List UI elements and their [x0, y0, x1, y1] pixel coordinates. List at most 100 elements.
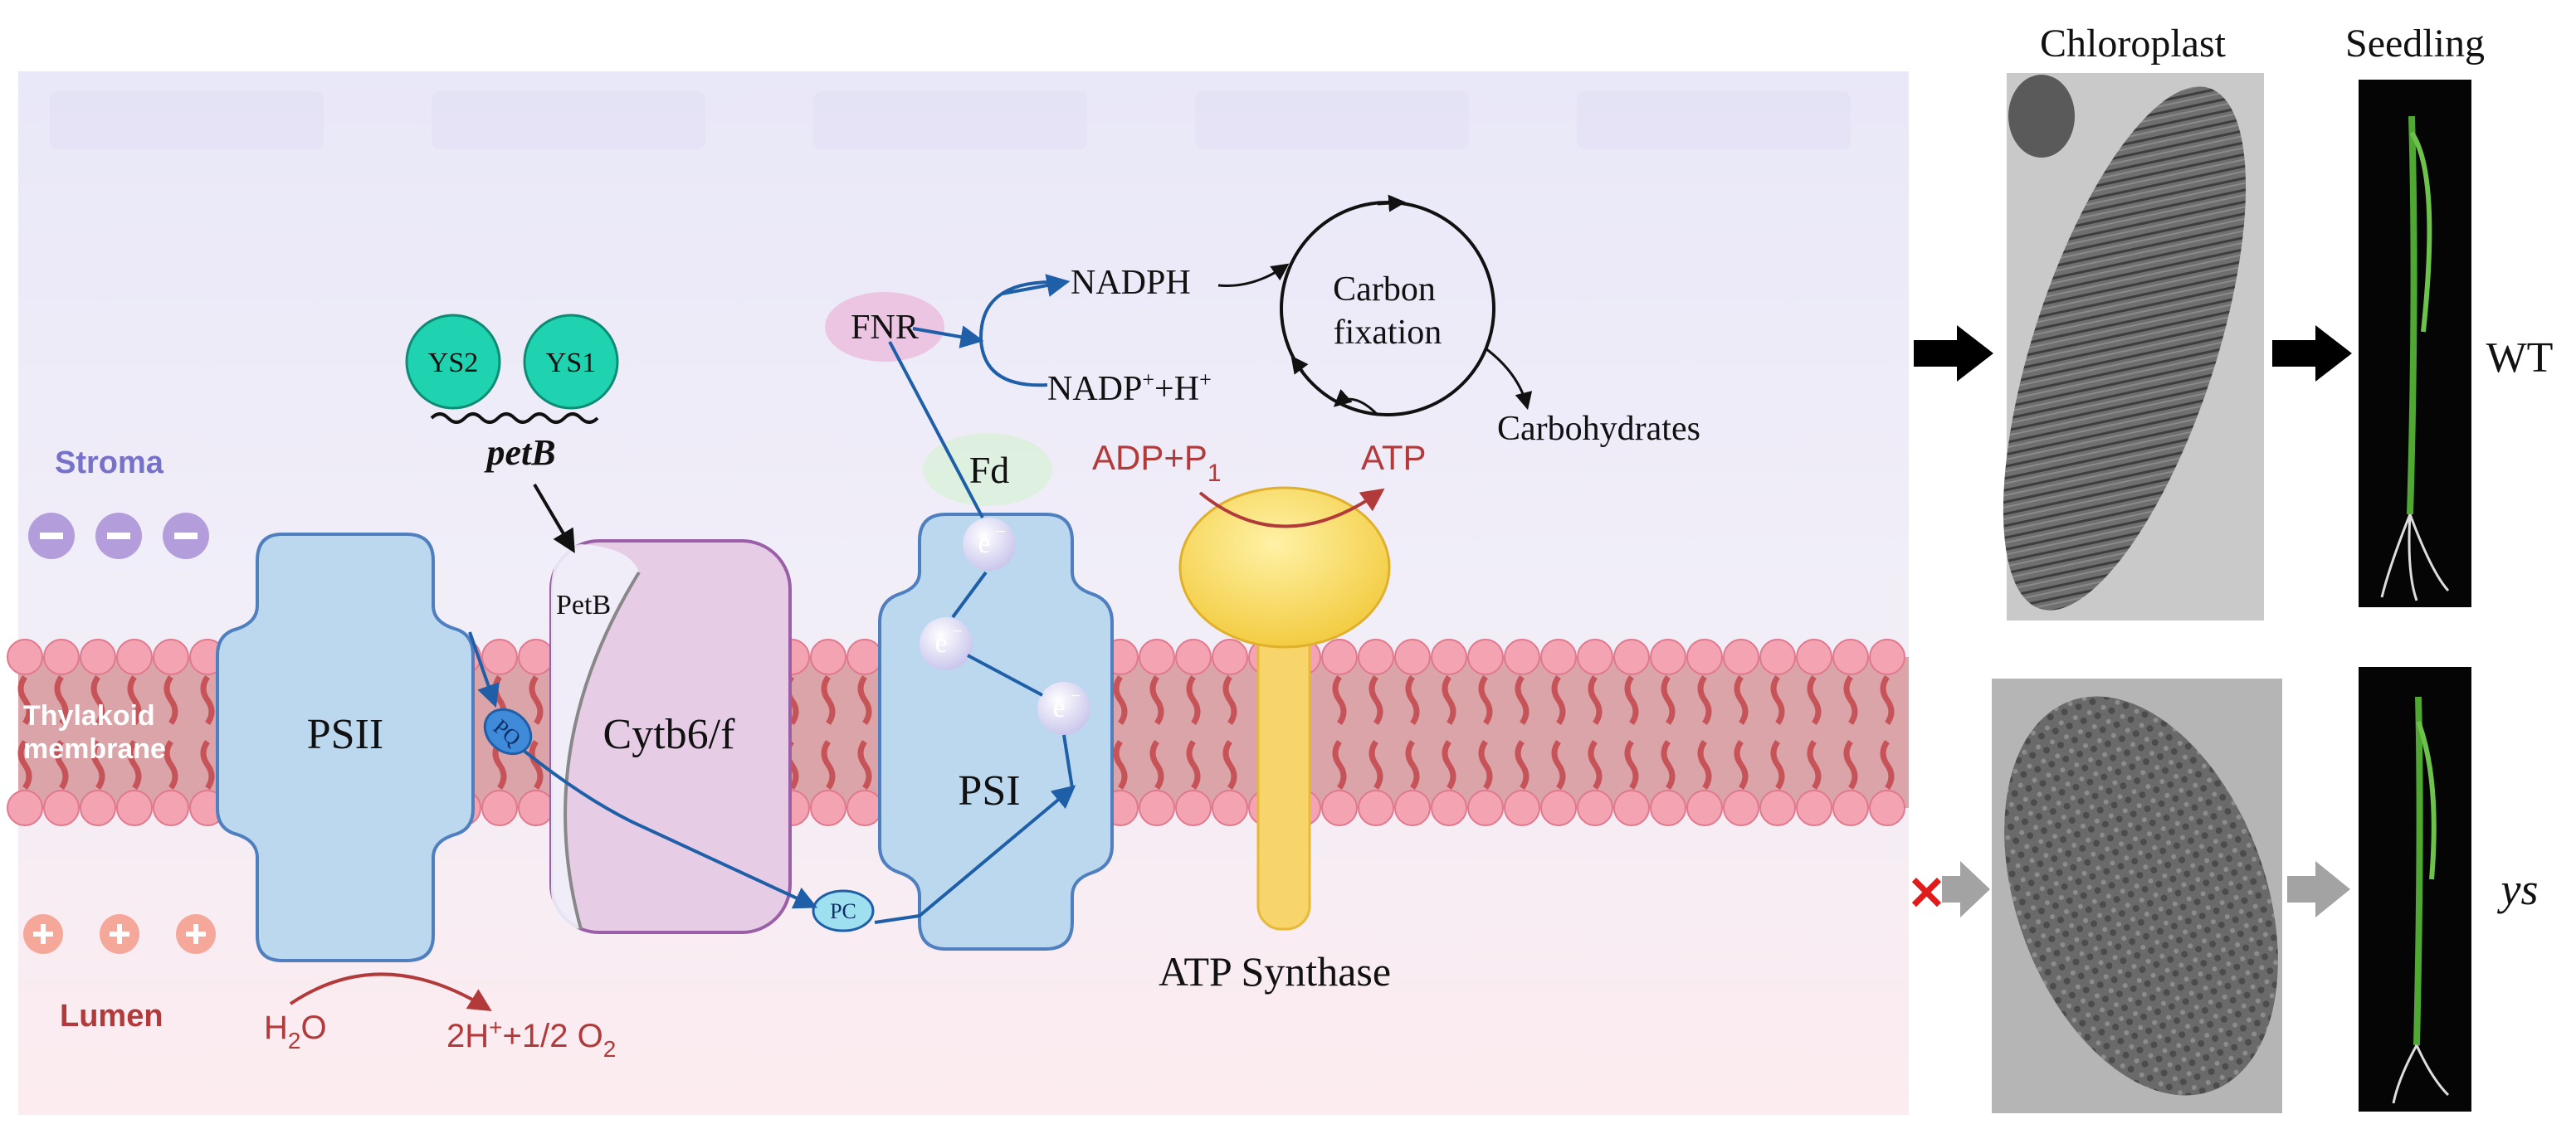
lipid-tail — [127, 674, 142, 726]
lipid-head — [1431, 639, 1467, 675]
lipid-tail — [1515, 739, 1530, 791]
fnr-protein: FNR — [825, 292, 944, 362]
lipid-head — [116, 639, 153, 675]
atp-label: ATP — [1361, 438, 1427, 477]
row-label-ys: ys — [2497, 864, 2539, 914]
electron-carriers: e − e − e − — [920, 518, 1090, 735]
lipid-head — [1394, 639, 1431, 675]
lipid-tail — [1770, 674, 1785, 726]
lipid-tail — [1588, 739, 1603, 791]
svg-text:−: − — [996, 521, 1006, 542]
lipid-tail — [1697, 674, 1712, 726]
lipid-tail — [1770, 739, 1785, 791]
lipid-tail — [1186, 674, 1201, 726]
lipid-head — [1540, 639, 1577, 675]
wt-arrow-2 — [2272, 325, 2352, 382]
lipid-tail — [1405, 739, 1420, 791]
blocked-mark: ✕ — [1907, 867, 1946, 919]
lipid-tail — [1368, 674, 1383, 726]
lipid-tail — [1222, 674, 1237, 726]
lipid-tail — [857, 739, 872, 791]
lipid-head — [1796, 639, 1832, 675]
lipid-tail — [1551, 739, 1566, 791]
nadph-label: NADPH — [1071, 264, 1191, 302]
svg-text:e: e — [934, 628, 947, 659]
lipid-head — [518, 639, 554, 675]
psii-label: PSII — [307, 711, 383, 758]
lipid-head — [481, 790, 518, 826]
lipid-head — [1832, 639, 1869, 675]
lipid-tail — [1113, 674, 1128, 726]
lipid-head — [1431, 790, 1467, 826]
lipid-head — [1504, 639, 1540, 675]
lipid-head — [1212, 790, 1248, 826]
fnr-label: FNR — [851, 309, 919, 347]
lipid-tail — [1843, 674, 1858, 726]
phenotype-panel: Chloroplast Seedling WT ✕ — [1907, 22, 2554, 1113]
lipid-head — [1577, 790, 1613, 826]
lipid-head — [1796, 790, 1832, 826]
lipid-head — [1723, 790, 1759, 826]
petb-protein-label: PetB — [556, 590, 611, 620]
lipid-tail — [200, 739, 215, 791]
lipid-head — [1212, 639, 1248, 675]
ys2-circle — [405, 314, 501, 410]
cytb6f-label: Cytb6/f — [603, 711, 736, 758]
lipid-tail — [17, 674, 32, 726]
carbohydrates-label: Carbohydrates — [1497, 410, 1700, 448]
petb-gene-label: petB — [483, 432, 555, 473]
petb-gene-group: YS2 YS1 petB — [405, 314, 619, 553]
lipid-tail — [163, 739, 178, 791]
lipid-heads-bottom — [7, 790, 1905, 826]
lipid-tail — [1405, 674, 1420, 726]
ys-seedling-image — [2359, 667, 2471, 1112]
lipid-tail — [1442, 674, 1456, 726]
lipid-tail — [1624, 674, 1639, 726]
lipid-head — [846, 790, 883, 826]
psii-complex: PSII — [216, 533, 475, 962]
lipid-head — [1759, 790, 1796, 826]
lipid-tail — [1661, 674, 1676, 726]
svg-text:−: − — [1071, 685, 1081, 706]
stroma-charges — [28, 513, 209, 559]
lipid-head — [481, 639, 518, 675]
lipid-tail — [1843, 739, 1858, 791]
lipid-head — [1467, 639, 1504, 675]
lipid-head — [7, 790, 43, 826]
electron-2: e − — [920, 617, 973, 670]
background-watermark — [50, 91, 1851, 149]
adp-label: ADP+P1 — [1092, 438, 1222, 487]
pc-label: PC — [830, 899, 856, 923]
lipid-tail — [1551, 674, 1566, 726]
lipid-head — [1869, 790, 1905, 826]
petb-arrow — [533, 483, 575, 553]
ys1-circle — [523, 314, 619, 410]
lipid-tail — [529, 739, 544, 791]
fd-label: Fd — [969, 449, 1010, 491]
lipid-tail — [1807, 674, 1822, 726]
lipid-tail — [1734, 739, 1749, 791]
row-label-wt: WT — [2486, 334, 2554, 382]
column-header-seedling: Seedling — [2345, 22, 2485, 66]
lipid-tail — [1442, 739, 1456, 791]
lumen-label: Lumen — [60, 999, 163, 1034]
fd-protein: Fd — [923, 433, 1052, 506]
carbon-fixation-line2: fixation — [1334, 314, 1442, 352]
lipid-head — [153, 790, 189, 826]
ys2-label: YS2 — [428, 348, 478, 378]
lipid-head — [43, 790, 80, 826]
nadp-label: NADP++H+ — [1047, 367, 1212, 408]
carbon-fixation-line1: Carbon — [1333, 270, 1436, 309]
lipid-tail — [1734, 674, 1749, 726]
lipid-tail — [1113, 739, 1128, 791]
lipid-tail — [857, 674, 872, 726]
cytb6f-complex: PetB Cytb6/f — [549, 539, 792, 934]
lipid-tail — [90, 674, 105, 726]
lipid-head — [1139, 639, 1175, 675]
lipid-head — [1175, 790, 1212, 826]
oxygen-products-label: 2H++1/2 O2 — [446, 1015, 616, 1062]
svg-text:e: e — [1052, 693, 1065, 723]
svg-text:e: e — [978, 528, 990, 559]
lipid-head — [1504, 790, 1540, 826]
